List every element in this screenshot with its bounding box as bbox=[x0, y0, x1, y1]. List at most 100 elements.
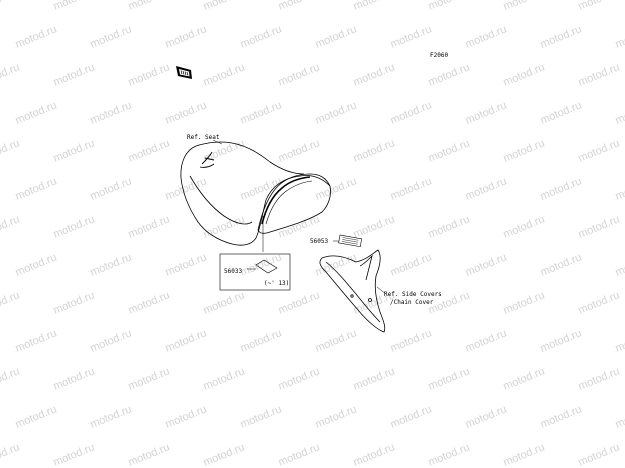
watermark-text: motod.ru bbox=[277, 0, 322, 13]
watermark-text: motod.ru bbox=[14, 23, 59, 50]
watermark-text: motod.ru bbox=[314, 99, 359, 126]
callout-ref-side-covers: Ref. Side Covers bbox=[384, 291, 442, 298]
watermark-text: motod.ru bbox=[577, 441, 622, 468]
watermark-text: motod.ru bbox=[89, 327, 134, 354]
watermark-text: motod.ru bbox=[502, 213, 547, 240]
watermark-text: motod.ru bbox=[239, 251, 284, 278]
watermark-text: motod.ru bbox=[614, 23, 625, 50]
watermark-text: motod.ru bbox=[277, 213, 322, 240]
watermark-text: motod.ru bbox=[389, 403, 434, 430]
watermark-text: motod.ru bbox=[314, 327, 359, 354]
watermark-text: motod.ru bbox=[464, 175, 509, 202]
watermark-text: motod.ru bbox=[502, 441, 547, 468]
watermark-text: motod.ru bbox=[464, 251, 509, 278]
watermark-text: motod.ru bbox=[539, 403, 584, 430]
watermark-text: motod.ru bbox=[614, 251, 625, 278]
watermark-text: motod.ru bbox=[577, 213, 622, 240]
new-badge-icon bbox=[176, 66, 192, 79]
callout-56033-note: (~' 13) bbox=[264, 280, 289, 287]
watermark-text: motod.ru bbox=[127, 365, 172, 392]
watermark-text: motod.ru bbox=[539, 175, 584, 202]
watermark-text: motod.ru bbox=[52, 441, 97, 468]
watermark-text: motod.ru bbox=[577, 365, 622, 392]
watermark-text: motod.ru bbox=[427, 365, 472, 392]
watermark-text: motod.ru bbox=[89, 99, 134, 126]
watermark-text: motod.ru bbox=[464, 23, 509, 50]
watermark-text: motod.ru bbox=[577, 137, 622, 164]
watermark-text: motod.ru bbox=[239, 327, 284, 354]
watermark-text: motod.ru bbox=[352, 0, 397, 13]
watermark-text: motod.ru bbox=[502, 0, 547, 13]
watermark-text: motod.ru bbox=[389, 251, 434, 278]
watermark-text: motod.ru bbox=[277, 289, 322, 316]
watermark-text: motod.ru bbox=[239, 403, 284, 430]
watermark-text: motod.ru bbox=[539, 251, 584, 278]
diagram-code: F2060 bbox=[430, 52, 448, 59]
watermark-text: motod.ru bbox=[427, 61, 472, 88]
watermark-text: motod.ru bbox=[277, 137, 322, 164]
watermark-text: motod.ru bbox=[539, 327, 584, 354]
watermark-text: motod.ru bbox=[502, 289, 547, 316]
watermark-text: motod.ru bbox=[502, 365, 547, 392]
watermark-text: motod.ru bbox=[389, 327, 434, 354]
watermark-text: motod.ru bbox=[464, 327, 509, 354]
watermark-text: motod.ru bbox=[52, 137, 97, 164]
watermark-text: motod.ru bbox=[14, 175, 59, 202]
watermark-text: motod.ru bbox=[277, 441, 322, 468]
watermark-text: motod.ru bbox=[577, 61, 622, 88]
watermark-text: motod.ru bbox=[127, 289, 172, 316]
watermark-text: motod.ru bbox=[52, 365, 97, 392]
watermark-text: motod.ru bbox=[539, 99, 584, 126]
watermark-text: motod.ru bbox=[464, 99, 509, 126]
part-56033-box bbox=[219, 253, 291, 291]
watermark-text: motod.ru bbox=[89, 403, 134, 430]
watermark-text: motod.ru bbox=[0, 365, 21, 392]
watermark-text: motod.ru bbox=[277, 61, 322, 88]
watermark-text: motod.ru bbox=[427, 137, 472, 164]
watermark-text: motod.ru bbox=[89, 251, 134, 278]
watermark-text: motod.ru bbox=[14, 403, 59, 430]
watermark-text: motod.ru bbox=[502, 137, 547, 164]
watermark-text: motod.ru bbox=[202, 289, 247, 316]
watermark-text: motod.ru bbox=[314, 23, 359, 50]
watermark-text: motod.ru bbox=[614, 327, 625, 354]
watermark-text: motod.ru bbox=[164, 23, 209, 50]
watermark-text: motod.ru bbox=[127, 441, 172, 468]
watermark-text: motod.ru bbox=[0, 213, 21, 240]
watermark-text: motod.ru bbox=[127, 213, 172, 240]
part-56053-sticker bbox=[338, 234, 363, 248]
watermark-text: motod.ru bbox=[614, 99, 625, 126]
watermark-text: motod.ru bbox=[277, 365, 322, 392]
watermark-text: motod.ru bbox=[202, 61, 247, 88]
watermark-text: motod.ru bbox=[89, 175, 134, 202]
watermark-text: motod.ru bbox=[502, 61, 547, 88]
watermark-text: motod.ru bbox=[389, 23, 434, 50]
watermark-text: motod.ru bbox=[239, 99, 284, 126]
watermark-text: motod.ru bbox=[202, 0, 247, 13]
callout-56033: 56033 bbox=[224, 268, 242, 275]
watermark-text: motod.ru bbox=[539, 23, 584, 50]
watermark-text: motod.ru bbox=[52, 289, 97, 316]
watermark-text: motod.ru bbox=[14, 99, 59, 126]
watermark-text: motod.ru bbox=[202, 213, 247, 240]
seat-drawing bbox=[180, 141, 331, 246]
watermark-text: motod.ru bbox=[164, 99, 209, 126]
watermark-text: motod.ru bbox=[352, 61, 397, 88]
part-56033-label-sticker bbox=[255, 259, 278, 274]
watermark-text: motod.ru bbox=[427, 441, 472, 468]
watermark-text: motod.ru bbox=[577, 0, 622, 13]
watermark-text: motod.ru bbox=[202, 441, 247, 468]
watermark-text: motod.ru bbox=[52, 61, 97, 88]
watermark-text: motod.ru bbox=[202, 137, 247, 164]
watermark-text: motod.ru bbox=[164, 403, 209, 430]
side-cover-drawing bbox=[319, 249, 386, 333]
watermark-text: motod.ru bbox=[577, 289, 622, 316]
watermark-text: motod.ru bbox=[14, 327, 59, 354]
watermark-text: motod.ru bbox=[164, 327, 209, 354]
watermark-text: motod.ru bbox=[0, 441, 21, 468]
watermark-text: motod.ru bbox=[389, 99, 434, 126]
watermark-text: motod.ru bbox=[352, 213, 397, 240]
